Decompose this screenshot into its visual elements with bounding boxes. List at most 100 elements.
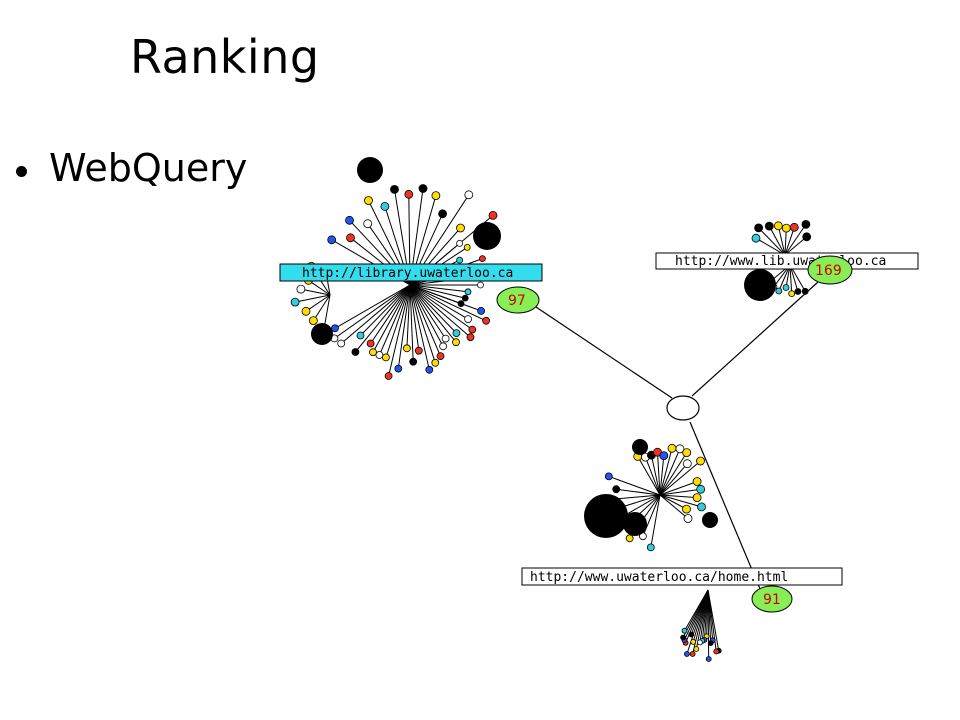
page-node[interactable] — [308, 316, 318, 326]
page-node[interactable] — [775, 287, 783, 295]
link-line — [355, 284, 411, 353]
page-node[interactable] — [463, 243, 471, 251]
page-node[interactable] — [789, 222, 799, 232]
bullet-item: WebQuery — [16, 146, 247, 190]
page-node[interactable] — [364, 196, 373, 205]
page-node[interactable] — [682, 448, 692, 458]
page-node[interactable] — [390, 184, 399, 194]
page-node[interactable] — [356, 331, 365, 340]
page-node[interactable] — [488, 210, 498, 220]
page-node[interactable] — [327, 235, 337, 245]
page-node[interactable] — [659, 451, 669, 461]
url-label-lib[interactable]: http://www.lib.uwaterloo.ca — [655, 252, 919, 270]
page-node[interactable] — [681, 627, 688, 634]
page-node[interactable] — [482, 316, 491, 325]
page-node[interactable] — [646, 543, 655, 552]
page-node[interactable] — [782, 284, 790, 291]
page-node[interactable] — [692, 477, 702, 486]
page-node[interactable] — [366, 339, 375, 348]
page-node[interactable] — [693, 646, 700, 652]
page-node[interactable] — [751, 233, 761, 243]
page-node[interactable] — [788, 290, 796, 298]
page-node[interactable] — [456, 239, 464, 247]
page-node[interactable] — [682, 504, 691, 514]
page-node[interactable] — [478, 255, 486, 263]
page-node[interactable] — [404, 189, 414, 199]
page-node[interactable] — [456, 256, 464, 264]
page-node[interactable] — [402, 344, 411, 353]
page-node[interactable] — [431, 358, 440, 367]
page-node[interactable] — [439, 342, 448, 351]
page-node[interactable] — [461, 294, 469, 302]
link-line — [334, 284, 411, 329]
page-node[interactable] — [690, 639, 697, 645]
page-node[interactable] — [468, 325, 477, 334]
page-node[interactable] — [625, 534, 634, 543]
page-node[interactable] — [464, 315, 473, 324]
page-node[interactable] — [466, 333, 475, 342]
page-node[interactable] — [696, 456, 705, 466]
page-node[interactable] — [301, 306, 311, 316]
page-node[interactable] — [684, 651, 690, 657]
page-node[interactable] — [464, 288, 472, 296]
page-node[interactable] — [692, 493, 702, 503]
hub-node[interactable] — [666, 395, 700, 421]
page-node[interactable] — [713, 648, 720, 655]
page-node[interactable] — [689, 651, 696, 657]
page-node[interactable] — [337, 339, 346, 348]
page-node[interactable] — [477, 281, 484, 289]
page-node[interactable] — [369, 348, 377, 357]
page-node[interactable] — [346, 233, 355, 243]
page-node[interactable] — [697, 639, 703, 646]
page-node[interactable] — [375, 351, 384, 359]
page-node[interactable] — [464, 190, 474, 200]
page-node[interactable] — [456, 223, 465, 233]
page-node[interactable] — [612, 485, 621, 494]
page-node[interactable] — [667, 443, 677, 453]
page-node[interactable] — [707, 640, 714, 646]
link-line — [659, 494, 702, 508]
page-node[interactable] — [781, 223, 791, 233]
page-node[interactable] — [381, 353, 390, 362]
page-node[interactable] — [331, 324, 339, 333]
link-line — [755, 237, 786, 256]
page-node[interactable] — [384, 372, 393, 380]
page-node[interactable] — [425, 365, 434, 374]
page-node[interactable] — [290, 297, 300, 307]
page-node[interactable] — [431, 191, 441, 201]
dense-cluster — [584, 494, 628, 538]
page-node[interactable] — [351, 348, 360, 356]
page-node[interactable] — [604, 472, 613, 481]
page-node[interactable] — [414, 346, 423, 355]
page-node[interactable] — [682, 459, 692, 469]
page-node[interactable] — [296, 284, 306, 294]
page-node[interactable] — [441, 334, 450, 343]
page-node[interactable] — [802, 232, 812, 242]
page-node[interactable] — [697, 502, 706, 512]
page-node[interactable] — [764, 221, 774, 231]
page-node[interactable] — [477, 306, 486, 315]
page-node[interactable] — [436, 352, 445, 361]
page-node[interactable] — [457, 300, 465, 308]
url-label-library[interactable]: http://library.uwaterloo.ca — [279, 263, 543, 282]
page-node[interactable] — [696, 484, 706, 494]
page-node[interactable] — [683, 514, 693, 523]
page-node[interactable] — [363, 219, 373, 229]
page-node[interactable] — [409, 357, 418, 366]
page-node[interactable] — [438, 209, 448, 219]
page-node[interactable] — [688, 631, 695, 638]
page-node[interactable] — [773, 221, 783, 231]
page-node[interactable] — [801, 219, 811, 229]
page-node[interactable] — [794, 288, 802, 295]
page-node[interactable] — [675, 444, 685, 454]
page-node[interactable] — [680, 634, 686, 641]
page-node[interactable] — [452, 338, 460, 347]
page-node[interactable] — [452, 329, 461, 338]
page-node[interactable] — [380, 201, 390, 211]
url-label-home[interactable]: http://www.uwaterloo.ca/home.html — [521, 567, 843, 586]
page-node[interactable] — [705, 656, 712, 662]
page-node[interactable] — [345, 215, 354, 225]
page-node[interactable] — [394, 364, 403, 373]
page-node[interactable] — [754, 223, 763, 233]
page-node[interactable] — [418, 184, 428, 193]
